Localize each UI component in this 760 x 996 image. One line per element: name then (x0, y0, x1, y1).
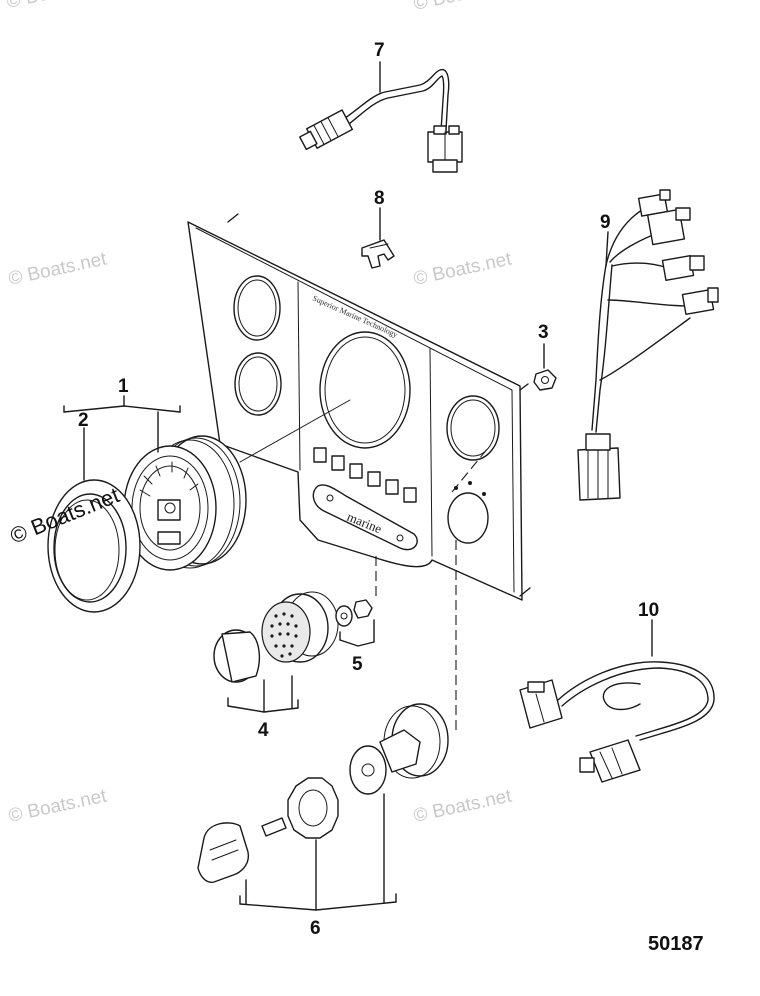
gauge-1 (123, 435, 247, 571)
key-switch-6 (197, 703, 449, 883)
callout-5: 5 (352, 654, 363, 675)
harness-10 (519, 661, 715, 783)
callout-3: 3 (538, 322, 549, 343)
watermark: © Boats.net (412, 249, 514, 290)
watermark: © Boats.net (7, 249, 109, 290)
fuse-8 (361, 239, 395, 269)
washer-nut-5 (335, 599, 373, 627)
callouts: 1 2 3 4 5 6 7 8 9 10 (78, 40, 659, 939)
watermark: © Boats.net (7, 786, 109, 827)
callout-9: 9 (600, 212, 611, 233)
harness-9 (577, 189, 719, 501)
callout-7: 7 (374, 40, 385, 61)
dash-panel: marine Superior Marine Technology (187, 213, 531, 601)
harness-7 (299, 68, 463, 173)
callout-4: 4 (258, 720, 269, 741)
switch-4 (213, 591, 339, 683)
callout-10: 10 (638, 600, 659, 621)
watermark: © Boats.net (412, 786, 514, 827)
callout-1: 1 (118, 376, 129, 397)
figure-number: 50187 (648, 933, 704, 955)
callout-6: 6 (310, 918, 321, 939)
watermark: © Boats.net (5, 0, 107, 13)
callout-2: 2 (78, 410, 89, 431)
callout-8: 8 (374, 188, 385, 209)
leader-lines (63, 61, 653, 911)
watermark: © Boats.net (412, 0, 514, 15)
nut-3 (533, 343, 557, 391)
bezel-2 (47, 479, 141, 613)
